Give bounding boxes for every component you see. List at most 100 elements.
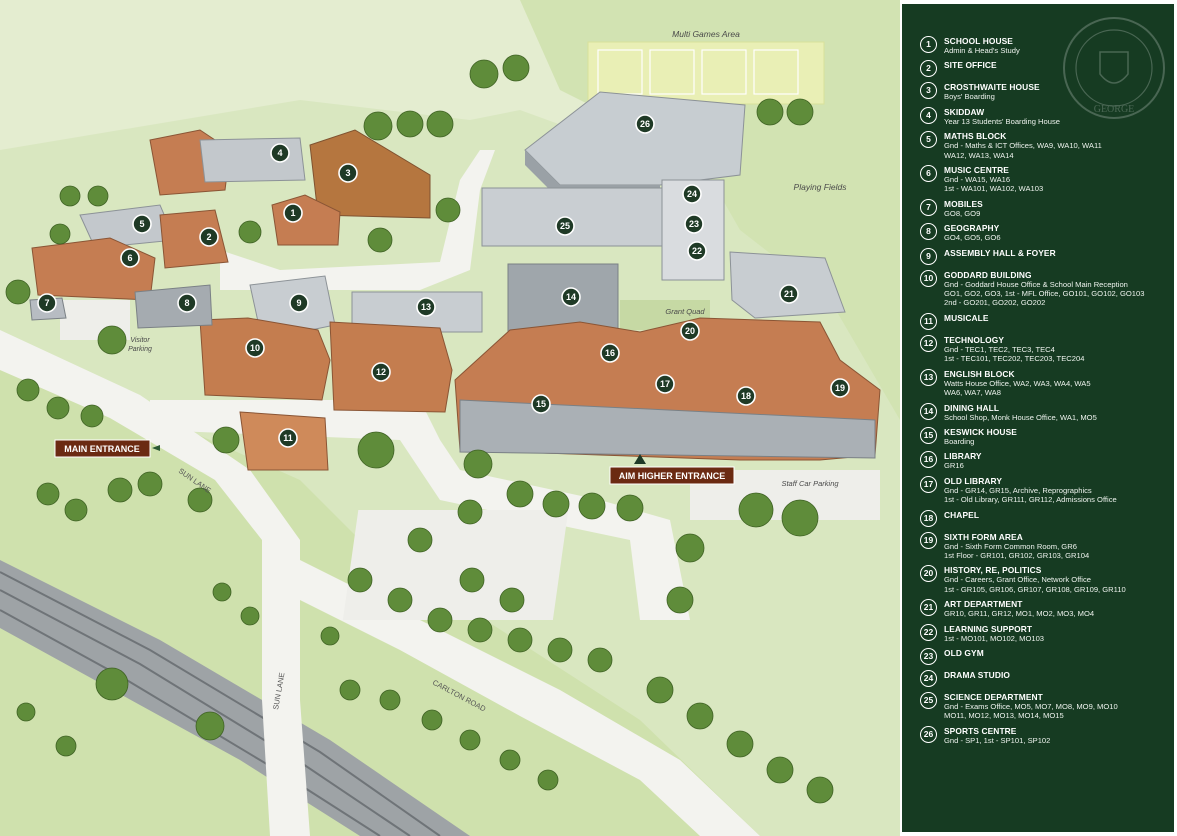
legend-title: MUSIC CENTRE <box>944 165 1009 176</box>
legend-detail: School Shop, Monk House Office, WA1, MO5 <box>944 412 1097 422</box>
legend-detail: Gnd - Exams Office, MO5, MO7, MO8, MO9, … <box>944 701 1118 721</box>
legend-detail: GO4, GO5, GO6 <box>944 233 1001 243</box>
staff-car-parking-label: Staff Car Parking <box>781 479 839 488</box>
building-marker[interactable]: 9 <box>289 293 309 313</box>
building-marker[interactable]: 2 <box>199 227 219 247</box>
legend-title: KESWICK HOUSE <box>944 426 1017 437</box>
building-marker[interactable]: 24 <box>682 184 702 204</box>
legend-number: 6 <box>920 165 937 183</box>
marker-number: 18 <box>741 391 751 401</box>
main-entrance-sign[interactable]: MAIN ENTRANCE <box>54 439 160 458</box>
multi-games-courts <box>587 41 825 105</box>
building-marker[interactable]: 10 <box>245 338 265 358</box>
building-marker[interactable]: 20 <box>680 321 700 341</box>
marker-number: 19 <box>835 383 845 393</box>
building-marker[interactable]: 23 <box>684 214 704 234</box>
legend-number: 1 <box>920 36 937 53</box>
marker-circle <box>680 321 700 341</box>
marker-number: 22 <box>692 246 702 256</box>
legend-title: MATHS BLOCK <box>944 131 1007 142</box>
legend-title: MOBILES <box>944 198 983 209</box>
marker-circle <box>635 114 655 134</box>
building-marker[interactable]: 4 <box>270 143 290 163</box>
building-marker[interactable]: 3 <box>338 163 358 183</box>
building-marker[interactable]: 1 <box>283 203 303 223</box>
building-marker[interactable]: 8 <box>177 293 197 313</box>
building-marker[interactable]: 18 <box>736 386 756 406</box>
legend-title: CROSTHWAITE HOUSE <box>944 82 1040 93</box>
building-marker[interactable]: 26 <box>635 114 655 134</box>
building-marker[interactable]: 12 <box>371 362 391 382</box>
aim-higher-entrance-sign[interactable]: AIM HIGHER ENTRANCE <box>609 454 735 485</box>
marker-number: 11 <box>283 433 293 443</box>
campus-map[interactable]: Multi Games Area Playing Fields Grant Qu… <box>0 0 900 836</box>
legend-detail: GR10, GR11, GR12, MO1, MO2, MO3, MO4 <box>944 609 1095 619</box>
legend-title: SCHOOL HOUSE <box>944 36 1013 46</box>
building-marker[interactable]: 15 <box>531 394 551 414</box>
legend-number: 19 <box>920 531 937 549</box>
marker-circle <box>736 386 756 406</box>
building-marker[interactable]: 11 <box>278 428 298 448</box>
legend-number: 8 <box>920 223 937 241</box>
legend-number: 21 <box>920 599 937 617</box>
legend-detail: Gnd - WA15, WA16 1st - WA101, WA102, WA1… <box>944 175 1044 194</box>
building-marker[interactable]: 6 <box>120 248 140 268</box>
building-marker[interactable]: 13 <box>416 297 436 317</box>
legend-title: TECHNOLOGY <box>944 334 1005 345</box>
legend-number: 26 <box>920 725 937 743</box>
legend-number: 16 <box>920 451 937 469</box>
building-marker[interactable]: 22 <box>687 241 707 261</box>
marker-circle <box>531 394 551 414</box>
multi-games-area-label: Multi Games Area <box>672 29 740 39</box>
legend-detail: Gnd - GR14, GR15, Archive, Reprographics… <box>944 485 1117 505</box>
legend-number: 12 <box>920 334 937 352</box>
marker-number: 5 <box>139 219 144 229</box>
building-marker[interactable]: 14 <box>561 287 581 307</box>
marker-number: 12 <box>376 367 386 377</box>
building-marker[interactable]: 21 <box>779 284 799 304</box>
building-marker[interactable]: 25 <box>555 216 575 236</box>
building-marker[interactable]: 7 <box>37 293 57 313</box>
building-marker[interactable]: 17 <box>655 374 675 394</box>
building-marker[interactable]: 5 <box>132 214 152 234</box>
legend-title: DRAMA STUDIO <box>944 669 1011 680</box>
legend-detail: Gnd - SP1, 1st - SP101, SP102 <box>944 735 1051 745</box>
building-marker[interactable]: 16 <box>600 343 620 363</box>
legend-number: 17 <box>920 475 937 493</box>
building-marker[interactable]: 19 <box>830 378 850 398</box>
marker-number: 1 <box>290 208 295 218</box>
marker-number: 21 <box>784 289 794 299</box>
